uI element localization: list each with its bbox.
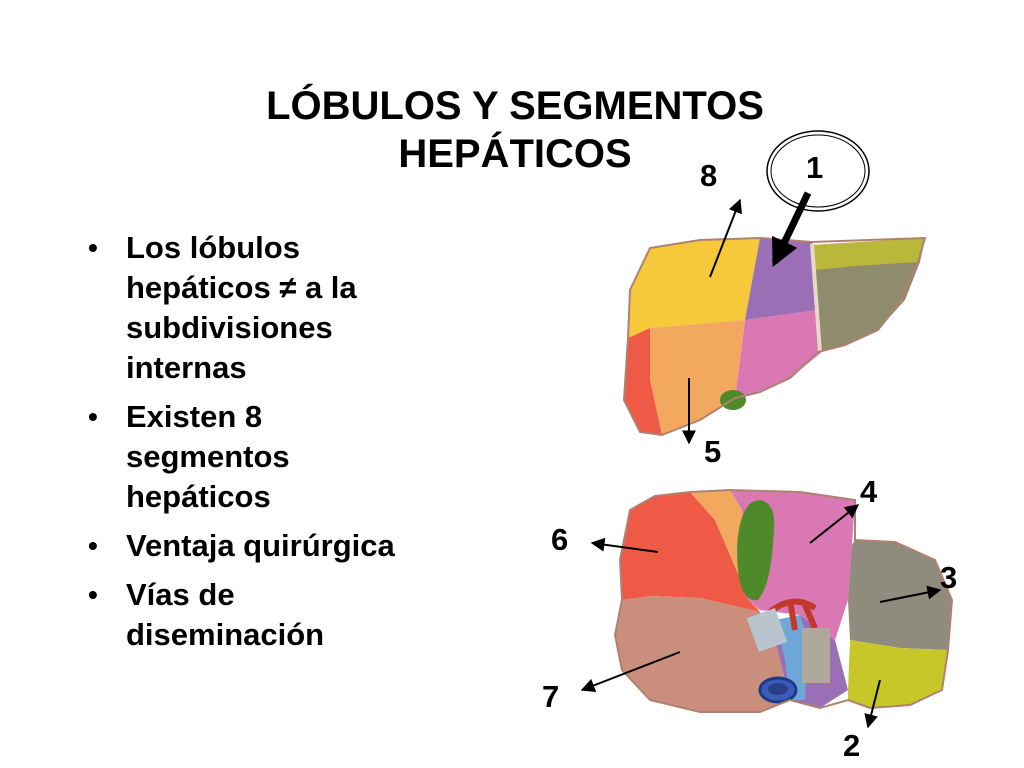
liver-visceral-view <box>613 488 954 713</box>
bullet-line: hepáticos ≠ a la <box>126 270 357 305</box>
arrow-2 <box>864 679 881 729</box>
title-line-1: LÓBULOS Y SEGMENTOS <box>266 84 764 128</box>
title-line-2: HEPÁTICOS <box>398 132 632 176</box>
segment-2-visceral <box>848 640 948 708</box>
bullet-item: • Ventaja quirúrgica <box>88 526 508 566</box>
segment-purple-area <box>745 238 818 320</box>
portal-structure-right <box>802 628 830 683</box>
segment-3-visceral <box>848 540 952 650</box>
gallbladder <box>737 500 775 601</box>
arrow-8 <box>709 198 742 278</box>
bullet-list: • Los lóbulos hepáticos ≠ a la subdivisi… <box>88 228 508 664</box>
segment-5-area <box>650 320 745 435</box>
bullet-dot-icon: • <box>88 530 98 561</box>
label-segment-7: 7 <box>542 679 559 714</box>
bullet-item: • Vías de diseminación <box>88 575 508 655</box>
bullet-line: subdivisiones <box>126 310 333 345</box>
arrow-3 <box>879 585 942 603</box>
bullet-line: Vías de <box>126 577 235 612</box>
label-segment-1: 1 <box>806 150 823 185</box>
segment-7-visceral <box>615 596 790 712</box>
segment-6-area <box>624 328 662 435</box>
arrow-1 <box>771 191 812 268</box>
arrow-7 <box>580 651 681 692</box>
label-segment-2: 2 <box>843 728 860 763</box>
liver-anterior-view <box>622 236 927 437</box>
bullet-line: segmentos <box>126 439 290 474</box>
bullet-line: diseminación <box>126 617 325 652</box>
label-segment-6: 6 <box>551 522 568 557</box>
ivc-lumen <box>768 683 788 695</box>
label-segment-4: 4 <box>860 474 878 509</box>
liver-anterior-outline <box>622 236 927 437</box>
slide-title: LÓBULOS Y SEGMENTOS HEPÁTICOS <box>170 82 860 178</box>
bullet-line: Los lóbulos <box>126 230 300 265</box>
portal-structure-grey <box>746 607 788 653</box>
label-segment-3: 3 <box>940 560 957 595</box>
bullet-dot-icon: • <box>88 401 98 432</box>
falciform-ligament <box>810 243 822 353</box>
highlight-circle-inner <box>770 134 866 208</box>
bullet-line: Existen 8 <box>126 399 263 434</box>
bullet-line: internas <box>126 350 247 385</box>
highlight-circle <box>766 130 870 212</box>
segment-8-area <box>628 238 760 338</box>
segment-lateral-top-upper <box>812 238 925 270</box>
bullet-line: hepáticos <box>126 479 271 514</box>
bullet-dot-icon: • <box>88 579 98 610</box>
liver-visceral-outline <box>613 488 954 713</box>
label-segment-5: 5 <box>704 434 721 469</box>
segment-6-visceral <box>620 492 760 612</box>
bullet-item: • Existen 8 segmentos hepáticos <box>88 397 508 517</box>
arrow-6 <box>590 537 659 553</box>
arrow-4 <box>809 504 860 544</box>
bullet-item: • Los lóbulos hepáticos ≠ a la subdivisi… <box>88 228 508 388</box>
segment-pink-area <box>735 310 822 398</box>
bullet-dot-icon: • <box>88 232 98 263</box>
bullet-line: Ventaja quirúrgica <box>126 528 395 563</box>
label-segment-8: 8 <box>700 158 717 193</box>
